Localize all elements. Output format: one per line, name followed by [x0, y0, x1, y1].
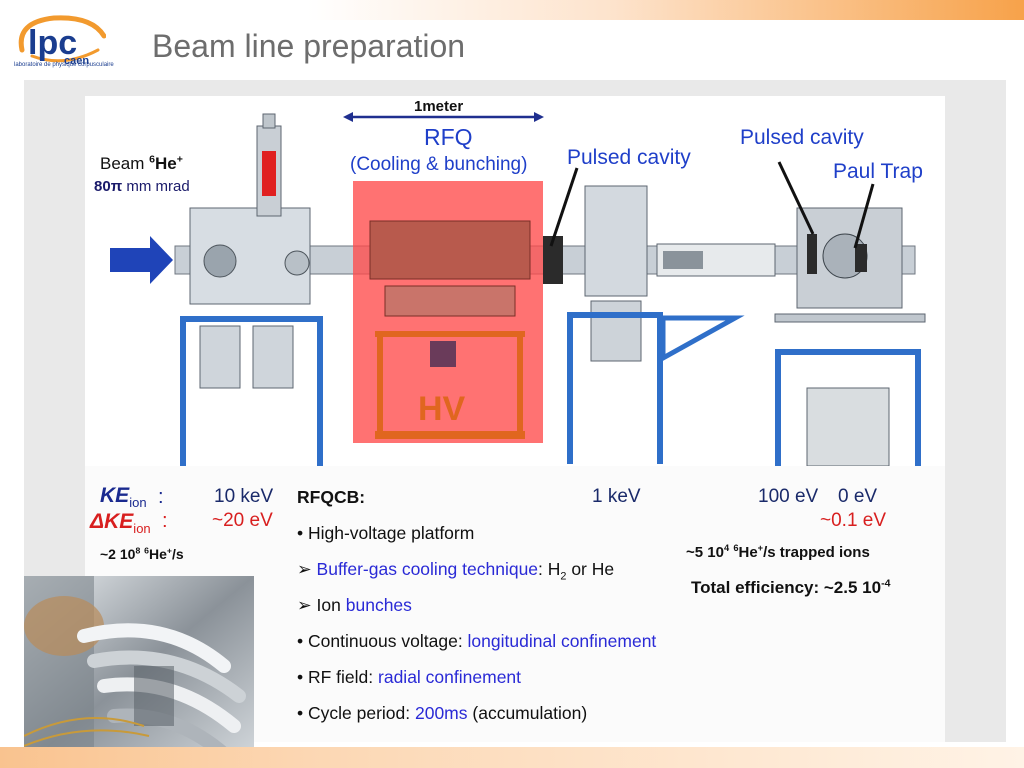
beam-label: Beam 6He+: [100, 153, 183, 173]
callout-pulsed-cavity-1: [549, 167, 579, 247]
rfq-sublabel: (Cooling & bunching): [350, 154, 528, 175]
ke-100ev: 100 eV: [758, 486, 819, 507]
bullet-cycle-period: • Cycle period: 200ms (accumulation): [297, 703, 588, 723]
scale-arrow-right-icon: [534, 112, 544, 122]
electrodes-drawing: [24, 576, 254, 766]
scale-label: 1meter: [414, 98, 464, 115]
pulsed-cavity-label-2: Pulsed cavity: [740, 126, 864, 149]
viewport-1: [203, 244, 237, 278]
page-title: Beam line preparation: [152, 28, 466, 64]
support-leg: [317, 318, 323, 466]
pulsed-cavity-label-1: Pulsed cavity: [567, 146, 691, 169]
total-efficiency: Total efficiency: ~2.5 10-4: [691, 577, 891, 597]
dke-01ev: ~0.1 eV: [820, 510, 887, 531]
dke-20ev: ~20 eV: [212, 510, 273, 531]
beamline-drawing: [110, 112, 926, 466]
rfq-label: RFQ: [424, 124, 473, 150]
pulsed-cavity-1: [543, 236, 563, 284]
ke-10kev: 10 keV: [214, 486, 274, 507]
rfq-electrodes-photo: [24, 576, 254, 766]
ke-1kev: 1 keV: [592, 486, 641, 507]
rfqcb-heading: RFQCB:: [297, 487, 366, 507]
bullet-rf-field: • RF field: radial confinement: [297, 667, 522, 687]
svg-text:caen: caen: [64, 55, 89, 67]
lpc-logo-icon: lpc caen: [18, 15, 106, 67]
delta-ke-colon: :: [162, 510, 168, 532]
beam-arrow-icon: [110, 236, 173, 284]
ke-0ev: 0 eV: [838, 486, 878, 507]
bullet-hv-platform: • High-voltage platform: [297, 523, 475, 543]
pulsed-cavity-2: [807, 234, 817, 274]
pump-1: [199, 325, 241, 389]
trapped-rate: ~5 104 6He+/s trapped ions: [686, 543, 870, 561]
bullet-buffer-gas: ➢ Buffer-gas cooling technique: H2 or He: [297, 559, 615, 583]
bottom-gradient-bar: [0, 747, 1024, 768]
top-gradient-bar: [0, 0, 1024, 20]
red-indicator: [262, 151, 276, 196]
hv-label: HV: [418, 390, 466, 428]
support-beam: [180, 316, 323, 322]
trap-pump: [806, 387, 890, 466]
support-leg: [180, 318, 186, 466]
bullet-ion-bunches: ➢ Ion bunches: [297, 595, 412, 615]
pump-2: [252, 325, 294, 389]
bullet-continuous-voltage: • Continuous voltage: longitudinal confi…: [297, 631, 657, 651]
injected-rate: ~2 108 6He+/s: [100, 545, 184, 562]
callout-paul-trap: [853, 183, 875, 249]
hv-frame: [375, 331, 525, 337]
ke-ion-label: KEion: [100, 484, 147, 511]
paul-trap-label: Paul Trap: [833, 160, 923, 183]
logo-tagline: laboratoire de physique corpusculaire: [14, 62, 114, 68]
rfq-structure: [369, 220, 531, 280]
beamline-photo: [85, 96, 945, 466]
ke-colon: :: [158, 486, 164, 508]
emittance-label: 80π mm mrad: [94, 178, 190, 195]
svg-text:lpc: lpc: [28, 24, 77, 62]
viewport-2: [284, 250, 310, 276]
delta-ke-ion-label: ΔKEion: [90, 510, 151, 537]
callout-pulsed-cavity-2: [777, 161, 815, 235]
middle-chamber: [584, 185, 648, 297]
scale-arrow-left-icon: [343, 112, 353, 122]
